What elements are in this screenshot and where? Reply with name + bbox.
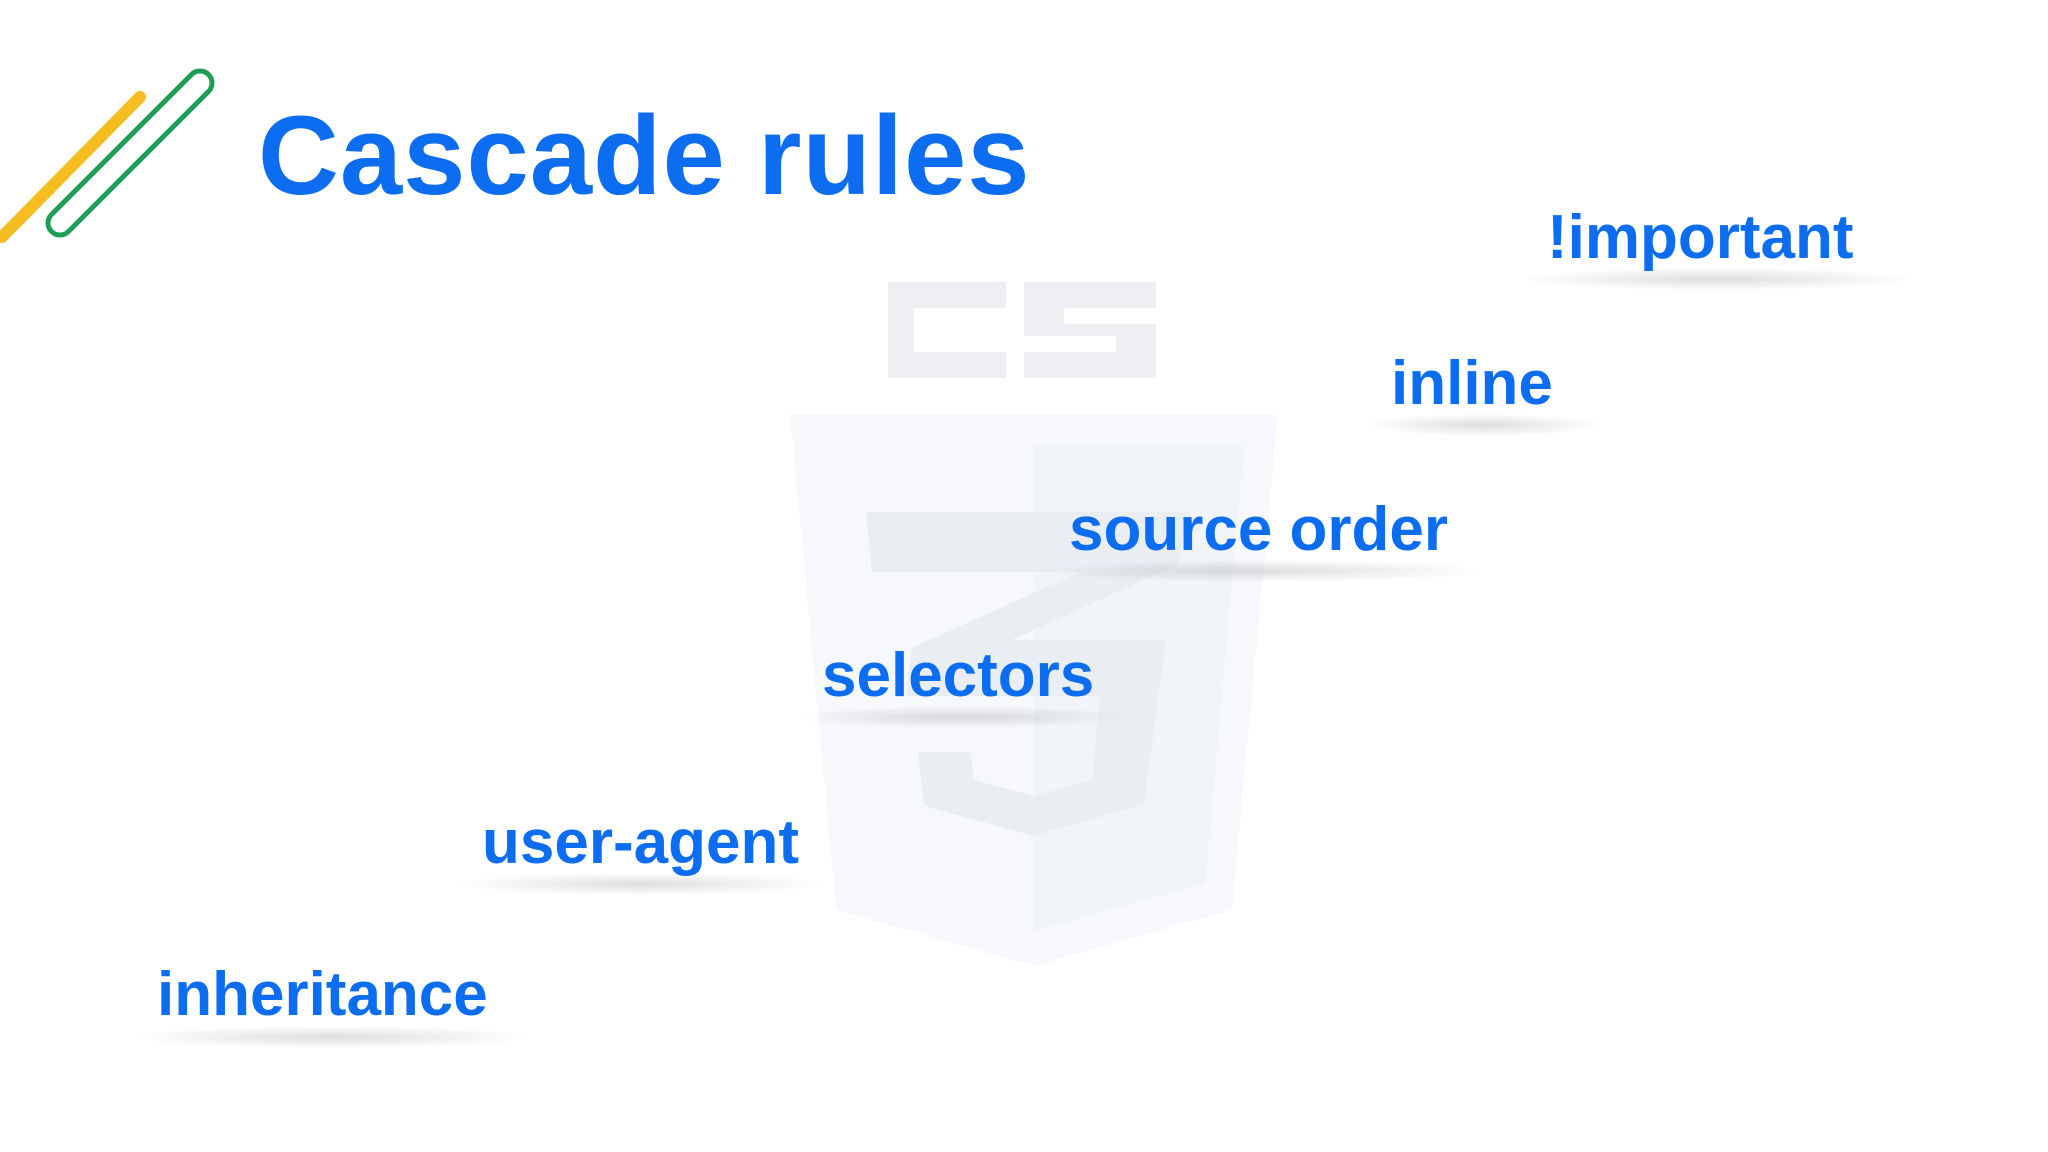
css-wordmark-shape — [888, 282, 1156, 378]
selectors-shadow — [796, 706, 1126, 728]
user-agent-shadow — [458, 873, 822, 895]
inline-shadow — [1366, 414, 1600, 436]
diagonal-lines-icon — [0, 68, 215, 243]
source-order-shadow — [1044, 560, 1484, 582]
important-shadow — [1522, 268, 1912, 290]
inheritance-shadow — [132, 1026, 530, 1048]
term-user-agent: user-agent — [482, 808, 799, 877]
term-important: !important — [1547, 203, 1854, 272]
slide-title: Cascade rules — [258, 93, 1031, 218]
css-three-shape — [866, 512, 1190, 836]
term-source-order: source order — [1069, 495, 1449, 564]
term-inheritance: inheritance — [157, 960, 488, 1029]
term-inline: inline — [1391, 349, 1553, 418]
term-selectors: selectors — [822, 641, 1095, 710]
